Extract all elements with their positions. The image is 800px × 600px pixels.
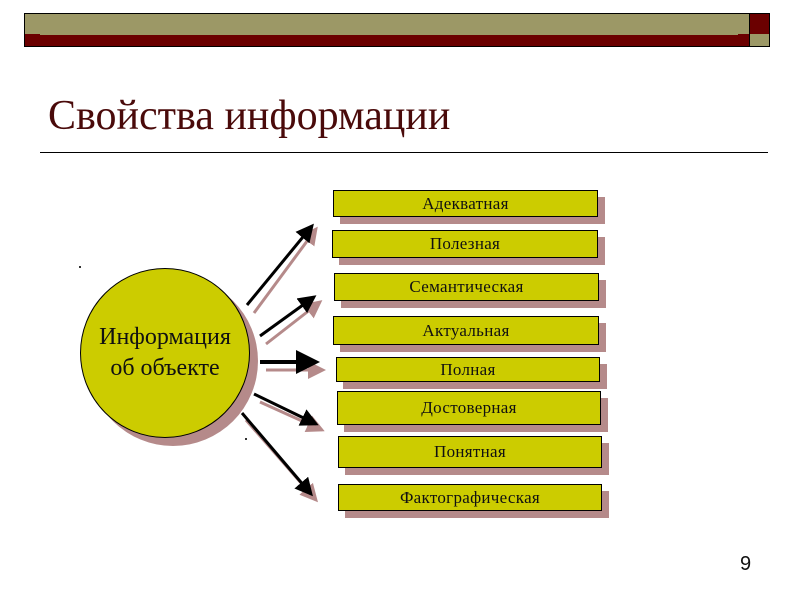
property-box-aktualnaya: Актуальная <box>333 316 599 345</box>
title-divider <box>40 152 768 153</box>
property-box-faktograficheskaya: Фактографическая <box>338 484 602 511</box>
center-node-line1: Информация <box>99 324 231 350</box>
arrow-to-polnaya-icon <box>260 350 326 379</box>
decor-dot <box>245 438 247 440</box>
page-number: 9 <box>740 553 752 575</box>
arrow-to-dostovernaya-icon <box>253 392 325 433</box>
property-box-dostovernaya: Достоверная <box>337 391 601 425</box>
arrow-to-adekvatnaya-icon <box>245 223 318 314</box>
property-box-polnaya: Полная <box>336 357 600 382</box>
center-node: Информация об объекте <box>80 268 250 438</box>
property-box-ponyatnaya: Понятная <box>338 436 602 468</box>
property-box-adekvatnaya: Адекватная <box>333 190 598 217</box>
slide-title: Свойства информации <box>48 93 451 139</box>
property-box-poleznaya: Полезная <box>332 230 598 258</box>
arrow-to-faktograficheskaya-icon <box>240 412 318 503</box>
property-box-semanticheskaya: Семантическая <box>334 273 599 301</box>
decor-dot <box>79 266 81 268</box>
header-corner-olive <box>749 34 770 47</box>
arrow-to-semanticheskaya-icon <box>259 295 323 346</box>
center-node-line2: об объекте <box>110 355 220 381</box>
header-bar-inset <box>40 34 738 35</box>
